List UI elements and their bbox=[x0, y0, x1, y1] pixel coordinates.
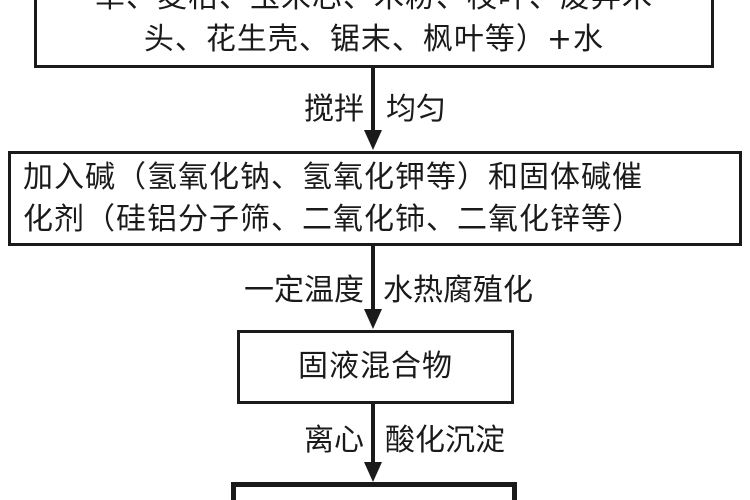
transition-3-left-label: 离心 bbox=[304, 423, 364, 458]
step-add-alkali-box: 加入碱（氢氧化钠、氢氧化钾等）和固体碱催 化剂（硅铝分子筛、二氧化铈、二氧化锌等… bbox=[8, 151, 742, 246]
transition-1-right-label: 均匀 bbox=[386, 92, 446, 127]
transition-2-right-label: 水热腐殖化 bbox=[383, 273, 533, 308]
arrow-2-shaft bbox=[371, 246, 375, 310]
transition-2-left-label: 一定温度 bbox=[244, 273, 364, 308]
arrow-3-shaft bbox=[371, 404, 375, 464]
step-raw-materials-box: 草、麦秸、玉米芯、木粉、枝叶、废弃木 头、花生壳、锯末、枫叶等）+水 bbox=[34, 0, 714, 68]
step-final-product-box bbox=[231, 482, 517, 500]
transition-1-left-label: 搅拌 bbox=[304, 92, 364, 127]
step-raw-materials-line-1: 草、麦秸、玉米芯、木粉、枝叶、废弃木 bbox=[95, 0, 653, 19]
transition-3-right-label: 酸化沉淀 bbox=[385, 423, 505, 458]
step-add-alkali-line-1: 加入碱（氢氧化钠、氢氧化钾等）和固体碱催 bbox=[23, 159, 643, 195]
arrow-2-head-icon bbox=[364, 309, 382, 329]
step-mixture-label: 固液混合物 bbox=[298, 349, 453, 384]
arrow-1-shaft bbox=[371, 68, 375, 132]
arrow-3-head-icon bbox=[364, 462, 382, 482]
arrow-1-head-icon bbox=[364, 130, 382, 150]
step-raw-materials-line-2: 头、花生壳、锯末、枫叶等）+水 bbox=[143, 22, 605, 57]
step-add-alkali-line-2: 化剂（硅铝分子筛、二氧化铈、二氧化锌等） bbox=[23, 201, 643, 237]
step-mixture-box: 固液混合物 bbox=[237, 330, 514, 404]
